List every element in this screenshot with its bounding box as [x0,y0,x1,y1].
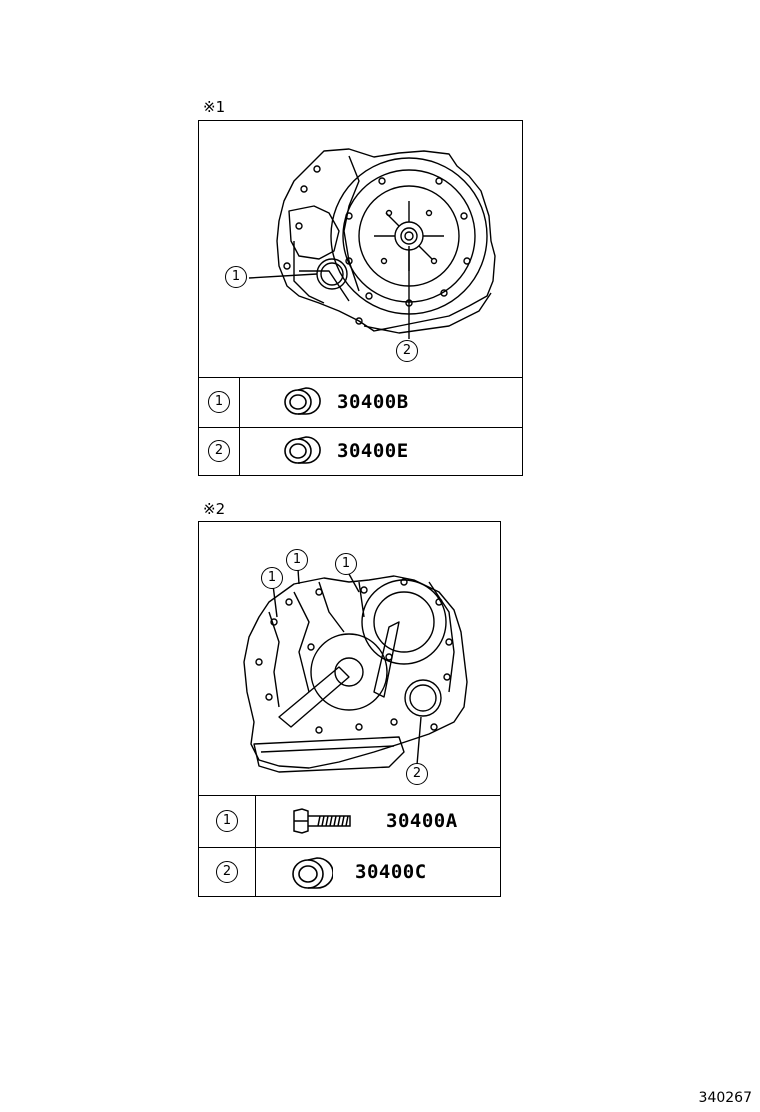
section1-panel: 1 2 1 30400B 2 30400E [198,120,523,476]
transaxle-front-illustration [248,148,496,339]
callout-1: 1 [225,266,247,288]
parts-row: 1 30400B [199,377,522,427]
section2-panel: 1 1 1 2 1 30400A 2 30400C [198,521,501,897]
part-number[interactable]: 30400E [337,440,409,462]
row-number: 2 [208,440,230,462]
part-number[interactable]: 30400A [386,810,458,832]
callout-1: 1 [335,553,357,575]
bolt-icon [293,808,351,834]
part-number[interactable]: 30400C [355,861,427,883]
parts-row: 2 30400C [199,847,500,897]
parts-row: 2 30400E [199,427,522,475]
row-number-cell: 2 [199,428,240,475]
callout-2: 2 [406,763,428,785]
oil-seal-icon [284,387,321,415]
row-number-cell: 1 [199,796,256,847]
row-number: 2 [216,861,238,883]
row-number: 1 [208,391,230,413]
oil-seal-icon [292,857,333,889]
section1-label: ※1 [203,98,226,116]
row-number-cell: 2 [199,848,256,897]
part-number[interactable]: 30400B [337,391,409,413]
callout-1: 1 [286,549,308,571]
row-number-cell: 1 [199,378,240,427]
oil-seal-icon [284,436,321,464]
parts-row: 1 30400A [199,795,500,847]
diagram-code: 340267 [698,1090,752,1106]
callout-1: 1 [261,567,283,589]
transaxle-rear-illustration [243,568,468,773]
section2-label: ※2 [203,500,226,518]
row-number: 1 [216,810,238,832]
callout-2: 2 [396,340,418,362]
